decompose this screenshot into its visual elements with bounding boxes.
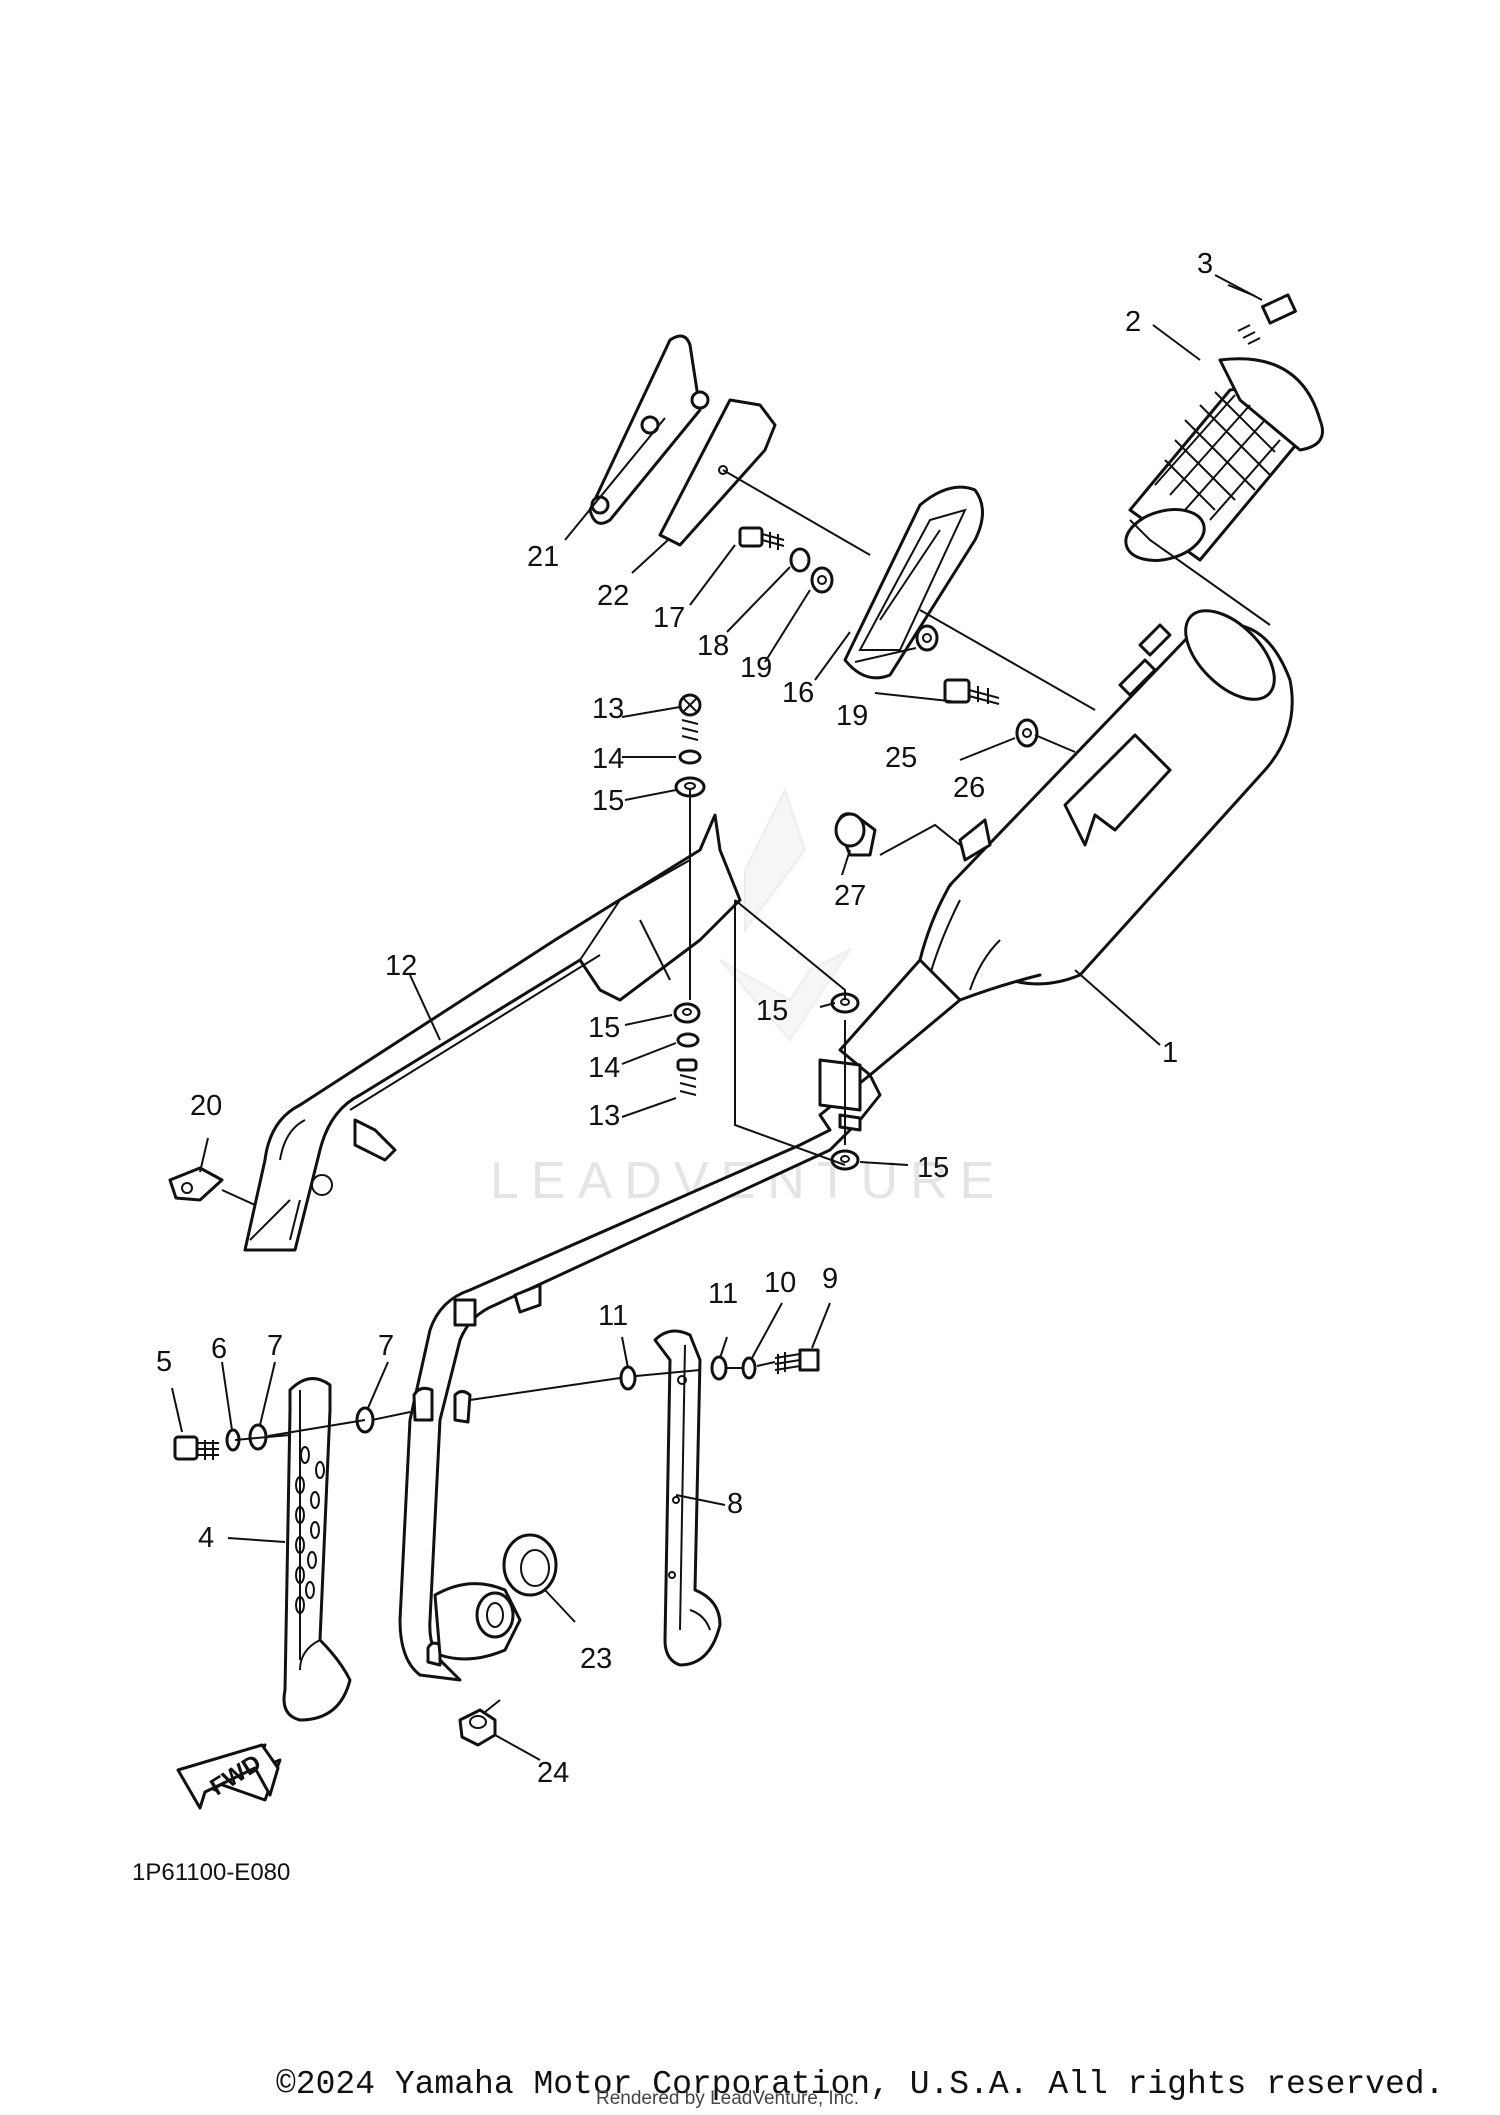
callout-9[interactable]: 9 — [822, 1263, 838, 1295]
callout-22[interactable]: 22 — [597, 580, 629, 612]
grommet-part-19b[interactable] — [915, 624, 939, 652]
grommet-part-19a[interactable] — [810, 566, 834, 594]
spark-arrester-part-2[interactable] — [1120, 357, 1324, 569]
callout-13b[interactable]: 13 — [588, 1100, 620, 1132]
callout-25[interactable]: 25 — [885, 742, 917, 774]
callout-6[interactable]: 6 — [211, 1333, 227, 1365]
copyright-notice: ©2024 Yamaha Motor Corporation, U.S.A. A… — [276, 2066, 1445, 2103]
forward-arrow-icon: FWD — [176, 1743, 282, 1810]
callout-27[interactable]: 27 — [834, 880, 866, 912]
bolt-part-25[interactable] — [943, 678, 1000, 705]
washer-part-14b[interactable] — [676, 1032, 700, 1048]
protector-part-16[interactable] — [843, 485, 984, 680]
callout-23[interactable]: 23 — [580, 1643, 612, 1675]
callout-8[interactable]: 8 — [727, 1488, 743, 1520]
damper-part-27[interactable] — [834, 812, 877, 857]
callout-5[interactable]: 5 — [156, 1346, 172, 1378]
bolt-part-5[interactable] — [173, 1435, 219, 1461]
callout-19a[interactable]: 19 — [740, 652, 772, 684]
bolt-part-3[interactable] — [1237, 293, 1297, 345]
callout-21[interactable]: 21 — [527, 541, 559, 573]
callout-3[interactable]: 3 — [1197, 248, 1213, 280]
screw-part-13b[interactable] — [676, 1058, 698, 1096]
callout-7a[interactable]: 7 — [267, 1330, 283, 1362]
washer-part-26[interactable] — [1015, 718, 1039, 748]
grommet-part-15d[interactable] — [830, 1149, 860, 1171]
callout-16[interactable]: 16 — [782, 677, 814, 709]
collar-part-11b[interactable] — [710, 1355, 728, 1381]
callout-7b[interactable]: 7 — [378, 1330, 394, 1362]
callout-15c[interactable]: 15 — [756, 995, 788, 1027]
washer-part-10[interactable] — [741, 1356, 757, 1380]
bolt-part-17[interactable] — [738, 526, 785, 550]
leader-lines — [171, 274, 1263, 1761]
grommet-part-15b[interactable] — [673, 1002, 701, 1024]
callout-24[interactable]: 24 — [537, 1757, 569, 1789]
callout-14a[interactable]: 14 — [592, 743, 624, 775]
washer-part-14a[interactable] — [678, 749, 702, 765]
watermark-logo — [719, 787, 853, 1042]
nut-part-24[interactable] — [458, 1708, 497, 1747]
diagram-code: 1P61100-E080 — [132, 1859, 290, 1886]
callout-11a[interactable]: 11 — [598, 1300, 628, 1332]
callout-labels: 1 2 3 4 5 6 7 7 8 9 10 11 11 12 13 13 14… — [156, 248, 1213, 1789]
bracket-part-12[interactable] — [243, 813, 742, 1252]
exhaust-pipe[interactable] — [398, 1058, 882, 1682]
callout-18[interactable]: 18 — [697, 630, 729, 662]
screw-part-13a[interactable] — [678, 693, 702, 741]
pipe-protector-part-4[interactable] — [282, 1377, 352, 1722]
callout-20[interactable]: 20 — [190, 1090, 222, 1122]
callout-15d[interactable]: 15 — [917, 1152, 949, 1184]
callout-13a[interactable]: 13 — [592, 693, 624, 725]
callout-1[interactable]: 1 — [1162, 1037, 1178, 1069]
assembly-lines — [221, 469, 1271, 1713]
callout-26[interactable]: 26 — [953, 772, 985, 804]
callout-12[interactable]: 12 — [385, 950, 417, 982]
rendered-by-notice: Rendered by LeadVenture, Inc. — [596, 2088, 860, 2109]
callout-15a[interactable]: 15 — [592, 785, 624, 817]
callout-11b[interactable]: 11 — [708, 1278, 738, 1310]
callout-15b[interactable]: 15 — [588, 1012, 620, 1044]
callout-14b[interactable]: 14 — [588, 1052, 620, 1084]
screw-part-20[interactable] — [168, 1166, 224, 1202]
bolt-part-9[interactable] — [774, 1348, 820, 1374]
callout-19b[interactable]: 19 — [836, 700, 868, 732]
callout-4[interactable]: 4 — [198, 1522, 214, 1554]
gasket-part-23[interactable] — [502, 1533, 558, 1597]
muffler-part-1[interactable] — [838, 595, 1294, 1077]
callout-2[interactable]: 2 — [1125, 306, 1141, 338]
collar-part-11a[interactable] — [619, 1365, 637, 1391]
protector-cover-part-22[interactable] — [658, 398, 777, 547]
washer-part-18[interactable] — [789, 547, 811, 573]
callout-17[interactable]: 17 — [653, 602, 685, 634]
callout-10[interactable]: 10 — [764, 1267, 796, 1299]
